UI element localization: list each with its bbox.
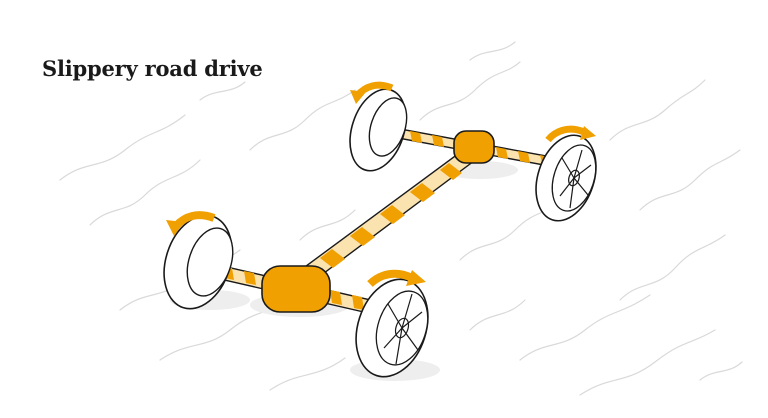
arrowhead-icon <box>350 90 366 104</box>
front-left-wheel <box>163 211 234 310</box>
page-title: Slippery road drive <box>42 56 263 81</box>
torque-arrow-icon <box>367 269 414 288</box>
front-right-wheel <box>355 269 429 378</box>
rim-spokes-icon <box>383 293 423 365</box>
front-differential <box>261 265 331 313</box>
rim-spokes-icon <box>559 149 592 209</box>
arrowhead-icon <box>580 126 596 140</box>
torque-arrow-icon <box>545 125 586 143</box>
arrowhead-icon <box>166 220 184 236</box>
rear-right-wheel <box>535 125 597 222</box>
rear-left-wheel <box>349 81 408 172</box>
rear-differential <box>453 130 495 164</box>
arrowhead-icon <box>406 270 426 286</box>
drive-shaft <box>296 147 480 283</box>
